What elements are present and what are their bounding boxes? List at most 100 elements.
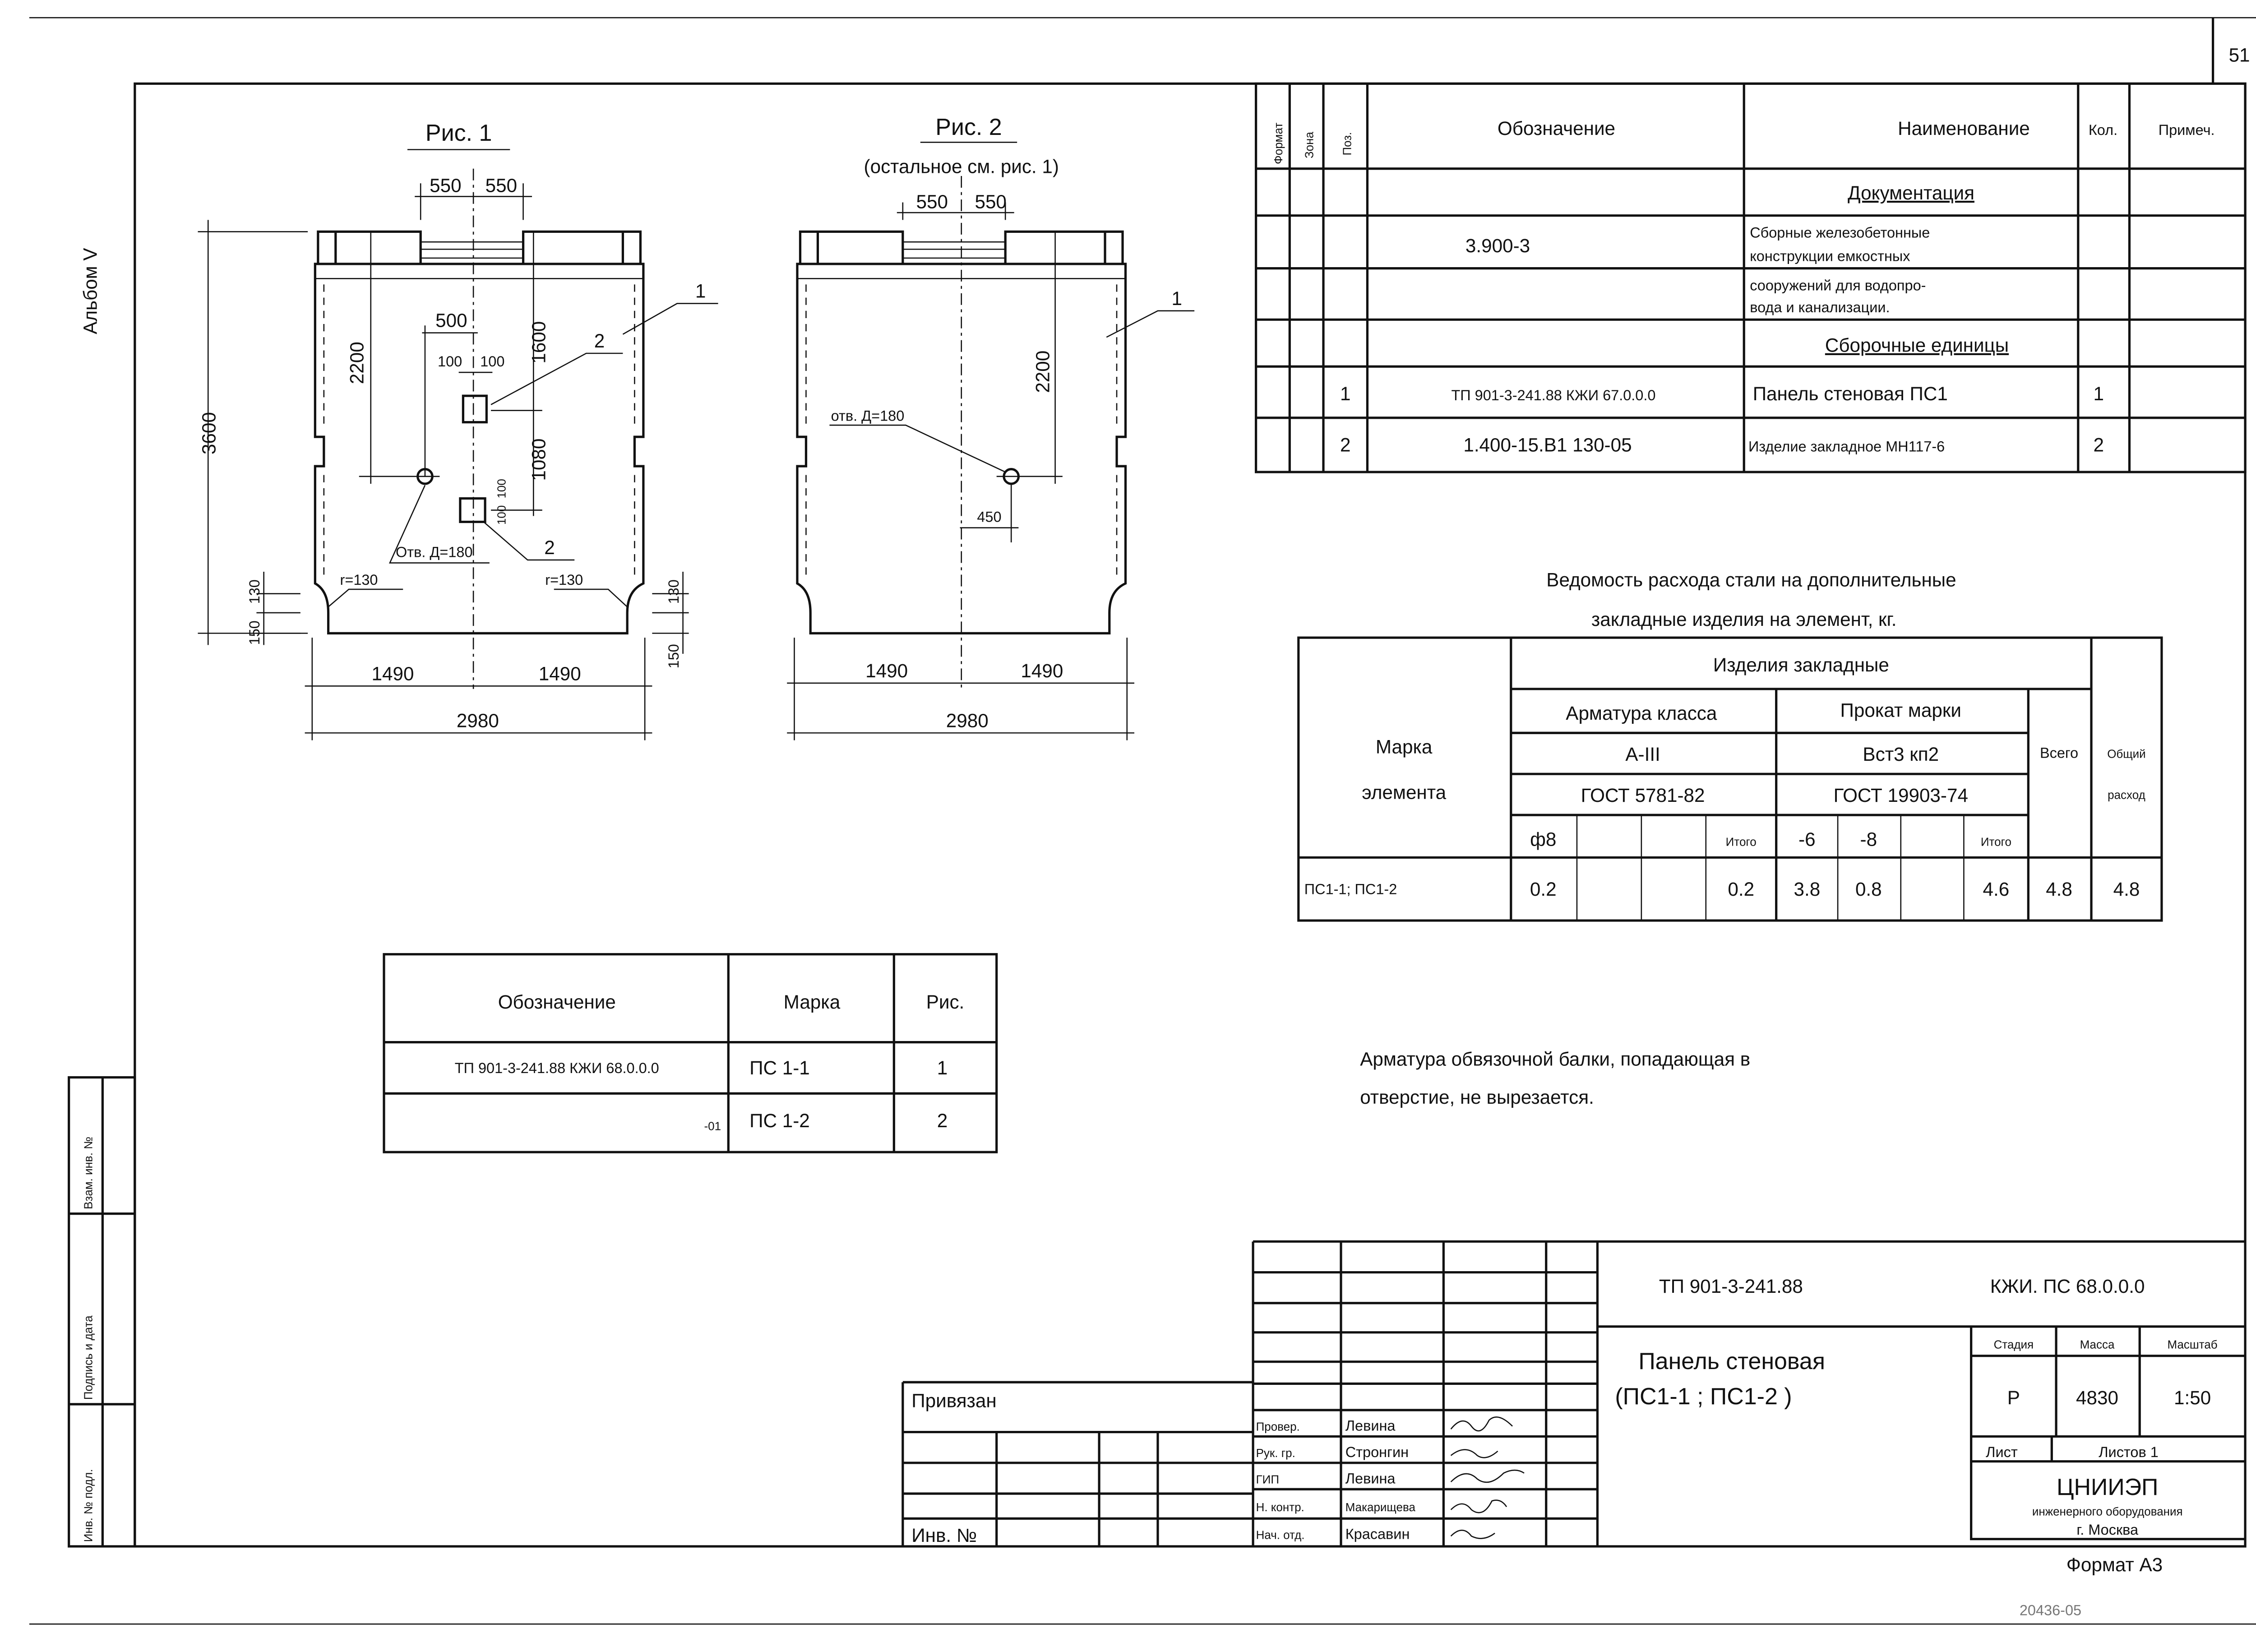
rolled-gost: ГОСТ 19903-74: [1834, 785, 1968, 806]
org-city: г. Москва: [2076, 1522, 2139, 1538]
doc-name-line: конструкции емкостных: [1750, 248, 1910, 264]
cell-total: 4.8: [2046, 879, 2072, 900]
header-note: Примеч.: [2159, 122, 2215, 138]
dim-550-left: 550: [430, 175, 461, 196]
steel-title-line-1: Ведомость расхода стали на дополнительны…: [1546, 569, 1956, 590]
format-label: Формат А3: [2066, 1554, 2163, 1575]
doc-name-line: Сборные железобетонные: [1750, 224, 1930, 241]
sheets-label: Листов 1: [2099, 1444, 2159, 1460]
side-sign-label: Подпись и дата: [82, 1315, 95, 1400]
pos-label-1: 1: [695, 281, 706, 302]
spec-row: 2 1.400-15.В1 130-05 Изделие закладное М…: [1340, 435, 2104, 456]
marks-table: Обозначение Марка Рис. ТП 901-3-241.88 К…: [383, 953, 998, 1153]
mass-value: 4830: [2076, 1387, 2118, 1408]
signer-role: Провер.: [1256, 1420, 1300, 1433]
embedded-plate-upper: [462, 394, 488, 424]
scale-label: Масштаб: [2168, 1337, 2218, 1351]
bound-label: Привязан: [911, 1390, 996, 1411]
mass-label: Масса: [2080, 1337, 2115, 1351]
signer-role: Рук. гр.: [1256, 1446, 1295, 1460]
signer-name: Левина: [1345, 1417, 1396, 1434]
marks-row-fig: 1: [937, 1057, 948, 1078]
fig2-dim-550-right: 550: [975, 191, 1006, 212]
header-pos: Поз.: [1341, 132, 1354, 156]
side-replace-label: Взам. инв. №: [82, 1137, 95, 1209]
dim-right-130: 130: [666, 579, 682, 604]
dim-100-a: 100: [438, 353, 462, 370]
org-name: ЦНИИЭП: [2057, 1474, 2158, 1500]
subcol: ф8: [1530, 828, 1556, 850]
signer-name: Левина: [1345, 1470, 1396, 1486]
marks-row-mark: ПС 1-1: [749, 1057, 810, 1078]
marks-row-mark: ПС 1-2: [749, 1110, 810, 1131]
marks-header-designation: Обозначение: [498, 991, 616, 1013]
section-assembly-units: Сборочные единицы: [1825, 335, 2009, 356]
signature: [1450, 1416, 1525, 1539]
rebar-label: Арматура класса: [1566, 703, 1717, 724]
marks-row-designation: ТП 901-3-241.88 КЖИ 68.0.0.0: [455, 1060, 659, 1076]
header-qty: Кол.: [2089, 122, 2117, 138]
archive-number: 20436-05: [2020, 1602, 2081, 1619]
fig2-dim-1490-right: 1490: [1021, 660, 1063, 681]
marks-header-fig: Рис.: [926, 991, 965, 1013]
rebar-class: А-III: [1625, 744, 1660, 765]
signer-role: Нач. отд.: [1256, 1528, 1305, 1542]
signer-name: Красавин: [1345, 1526, 1410, 1542]
dim-100-d: 100: [495, 479, 509, 498]
rolled-label: Прокат марки: [1840, 700, 1961, 721]
dim-left-130: 130: [246, 579, 263, 604]
fig2-pos-label-1: 1: [1171, 288, 1182, 309]
note-line-1: Арматура обвязочной балки, попадающая в: [1360, 1049, 1750, 1070]
rebar-gost: ГОСТ 5781-82: [1581, 785, 1705, 806]
stage-value: Р: [2007, 1387, 2020, 1408]
cell: 0.2: [1530, 879, 1557, 900]
dim-left-150: 150: [246, 620, 263, 645]
side-inv-label: Инв. № подл.: [82, 1469, 95, 1542]
doc-name-line: вода и канализации.: [1750, 299, 1890, 315]
figure-2: Рис. 2 (остальное см. рис. 1) 550 550 22…: [787, 114, 1195, 740]
figure-1: Рис. 1 3600 550 550 2200 1600 1080 500 1…: [198, 120, 718, 740]
radius-left-label: r=130: [340, 572, 378, 588]
dim-1080: 1080: [528, 439, 549, 481]
dim-1600: 1600: [528, 321, 549, 364]
col-mark-line1: Марка: [1376, 736, 1433, 758]
note-line-2: отверстие, не вырезается.: [1360, 1087, 1594, 1108]
row-pos: 1: [1340, 383, 1350, 404]
fig2-dim-2200: 2200: [1032, 351, 1054, 393]
specification-table: Формат Зона Поз. Обозначение Наименовани…: [1255, 82, 2247, 473]
marks-header-mark: Марка: [784, 991, 841, 1013]
fig1-title: Рис. 1: [425, 120, 492, 146]
signers: Провер. Левина Рук. гр. Стронгин ГИП Лев…: [1256, 1416, 1525, 1542]
fig2-dim-550-left: 550: [916, 191, 948, 212]
steel-data-row: ПС1-1; ПС1-2 0.2 0.2 3.8 0.8 4.6 4.8 4.8: [1304, 879, 2140, 900]
group-embedded: Изделия закладные: [1713, 654, 1889, 676]
fig2-title: Рис. 2: [935, 114, 1002, 140]
section-documentation: Документация: [1848, 182, 1974, 204]
fig2-hole: [1003, 467, 1020, 485]
dim-550-right: 550: [485, 175, 517, 196]
signer-role: Н. контр.: [1256, 1500, 1304, 1514]
col-mark-line2: элемента: [1362, 782, 1446, 803]
row-qty: 2: [2094, 435, 2104, 456]
row-mark: ПС1-1; ПС1-2: [1304, 881, 1397, 898]
fig2-hole-label: отв. Д=180: [831, 407, 905, 424]
fig2-dim-2980: 2980: [946, 710, 989, 731]
header-designation: Обозначение: [1498, 118, 1615, 139]
signer-role: ГИП: [1256, 1472, 1279, 1486]
title-block: Привязан Инв. № Провер. Левина Рук. гр. …: [901, 1240, 2246, 1546]
subcol: Итого: [1981, 835, 2011, 848]
dim-100-b: 100: [480, 353, 504, 370]
doc-name-line: сооружений для водопро-: [1750, 277, 1926, 293]
steel-table: Марка элемента Изделия закладные Арматур…: [1297, 636, 2163, 922]
panel-outline-fig2: [796, 263, 1127, 634]
panel-outline: [314, 263, 645, 634]
header-name: Наименование: [1898, 118, 2030, 139]
marks-row-fig: 2: [937, 1110, 948, 1131]
dim-1490-right: 1490: [539, 663, 581, 684]
dim-3600: 3600: [198, 412, 219, 454]
scale-value: 1:50: [2174, 1387, 2211, 1408]
sheet-frame: [29, 17, 2256, 1625]
row-name: Изделие закладное МН117-6: [1748, 439, 1945, 455]
org-sub: инженерного оборудования: [2032, 1505, 2183, 1518]
